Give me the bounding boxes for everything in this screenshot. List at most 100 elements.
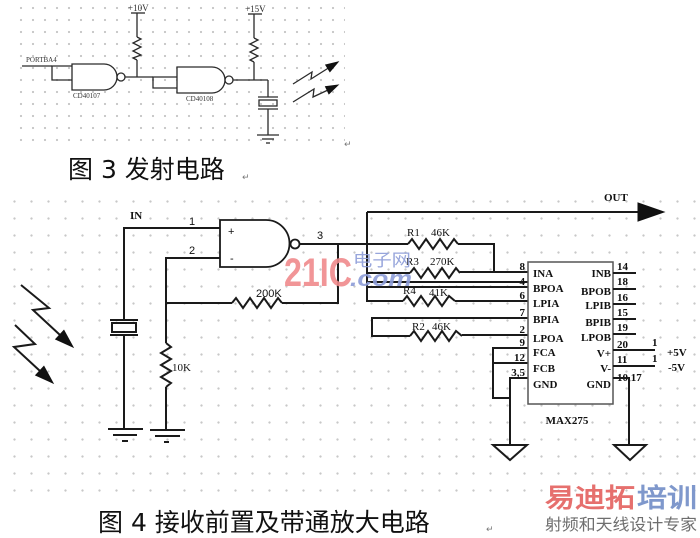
figure-3-caption: 图 3 发射电路: [68, 155, 225, 184]
figure-4-caption: 图 4 接收前置及带通放大电路: [98, 508, 430, 537]
resistor-r4-ref: R4: [403, 285, 416, 297]
nand-gate-2: [176, 66, 226, 94]
vminus-supply-label: -5V: [668, 362, 685, 374]
gate-plus-symbol: +: [228, 226, 234, 238]
pin-number: 9: [520, 337, 526, 349]
watermark-21ic-sub2: .com: [350, 266, 412, 291]
pin-number: 2: [520, 324, 526, 336]
gate1-input-tie: [51, 65, 72, 81]
resistor-r2-ref: R2: [412, 321, 425, 333]
receive-transducer-icon: [110, 319, 138, 336]
gate1-inversion-bubble: [116, 72, 126, 82]
pin-name: INB: [591, 268, 611, 280]
resistor-r1-ref: R1: [407, 227, 420, 239]
gate-minus-symbol: -: [230, 253, 234, 265]
gnd-b-wire: [613, 377, 630, 445]
pin-number: 16: [617, 292, 629, 304]
supply1-label: +10V: [128, 3, 149, 13]
resistor-r4: [402, 294, 456, 308]
gate2-inversion-bubble: [224, 75, 234, 85]
pullup-resistor-1: [131, 36, 143, 61]
pin-number: 18: [617, 276, 629, 288]
feedback-resistor-200k: [231, 296, 283, 310]
pin-name: LPIA: [533, 298, 559, 310]
pin-number: 12: [514, 352, 526, 364]
max275-chip-body: [527, 261, 614, 405]
ground-icon: [108, 428, 143, 442]
gate-pin-1-label: 1: [189, 216, 195, 228]
pin-number: 6: [520, 290, 526, 302]
pin-number: 3,5: [511, 367, 525, 379]
resistor-r3: [409, 266, 461, 280]
watermark-edatop: 易迪拓 培训 射频和天线设计专家: [545, 484, 697, 534]
comparator-gate: [219, 219, 291, 268]
pin-name: INA: [533, 268, 553, 280]
pin-name: BPOB: [581, 286, 612, 298]
pin-name: LPOB: [581, 332, 612, 344]
chip-left-pins: 8 INA 4 BPOA 6 LPIA 7 BPIA 2 LPOA 9 FCA …: [511, 261, 563, 391]
figure-4-receiver-circuit: IN 1 2 10K: [11, 192, 687, 537]
bias-resistor-label: 10K: [172, 362, 191, 374]
pin-name: LPOA: [533, 333, 564, 345]
watermark-edatop-main-blue: 培训: [637, 484, 697, 514]
paragraph-mark: ↵: [344, 140, 352, 150]
resistor-r1-value: 46K: [431, 227, 450, 239]
vminus-tag: 1: [652, 353, 658, 365]
pin-name: BPIB: [585, 317, 611, 329]
bpia-pin-wire: [371, 317, 528, 337]
vplus-tag: 1: [652, 337, 658, 349]
chip-right-pins: INB 14 BPOB 18 LPIB 16 BPIB 15 LPOB 19 V…: [581, 261, 642, 391]
pin-number: 14: [617, 261, 629, 273]
resistor-r3-ref: R3: [406, 256, 419, 268]
output-arrow-icon: [637, 202, 666, 222]
transmit-transducer-icon: [258, 96, 278, 110]
reception-arrows-icon: [11, 284, 75, 385]
ground-icon: [257, 134, 279, 144]
gate1-label: CD40107: [73, 92, 101, 100]
gate2-input-tie: [152, 76, 177, 89]
pin-name: GND: [533, 379, 558, 391]
gate-pin-3-label: 3: [317, 230, 323, 242]
watermark-edatop-sub: 射频和天线设计专家: [545, 515, 697, 534]
fca-pin-wire: [492, 347, 528, 399]
chip-name-label: MAX275: [546, 415, 589, 427]
emission-arrows-icon: [292, 61, 340, 103]
resistor-r2: [409, 329, 463, 343]
pin-name: FCB: [533, 363, 556, 375]
gate-inversion-bubble: [289, 238, 301, 250]
ground-icon: [150, 429, 185, 443]
ground-icon: [490, 444, 530, 462]
resistor-r2-value: 46K: [432, 321, 451, 333]
pin-name: GND: [587, 379, 612, 391]
feedback-wire-right: [282, 244, 339, 304]
pin-name: BPOA: [533, 283, 564, 295]
resistor-r4-value: 41K: [429, 287, 448, 299]
ground-icon: [611, 444, 649, 462]
pin-number: 7: [520, 307, 526, 319]
watermark-21ic-main: 21IC: [284, 251, 352, 295]
feedback-resistor-label: 200K: [256, 288, 282, 300]
pin-number: 19: [617, 322, 629, 334]
nand-gate-1: [71, 63, 118, 91]
gnd-a-wire: [509, 377, 528, 445]
pin-name: LPIB: [585, 300, 611, 312]
chip-right-pin-lines: [613, 272, 655, 367]
input-label: IN: [130, 210, 142, 222]
pin-number: 8: [520, 261, 526, 273]
r1-to-ina-wire: [458, 243, 495, 272]
inverting-input-wire: [165, 257, 220, 343]
pin-number: 15: [617, 307, 629, 319]
supply2-label: +15V: [245, 4, 266, 14]
pin-name: FCA: [533, 347, 556, 359]
resistor-r3-value: 270K: [430, 256, 455, 268]
watermark-21ic-sub1: 电子网: [353, 251, 411, 271]
input-label: PORTBA4: [26, 56, 57, 64]
pin-number: 20: [617, 339, 629, 351]
resistor-r1: [407, 237, 459, 251]
pin-number: 11: [617, 354, 627, 366]
gate2-label: CD40108: [186, 95, 214, 103]
output-label: OUT: [604, 192, 629, 204]
pin-number: 4: [520, 276, 526, 288]
watermark-edatop-main-red: 易迪拓: [545, 484, 635, 514]
